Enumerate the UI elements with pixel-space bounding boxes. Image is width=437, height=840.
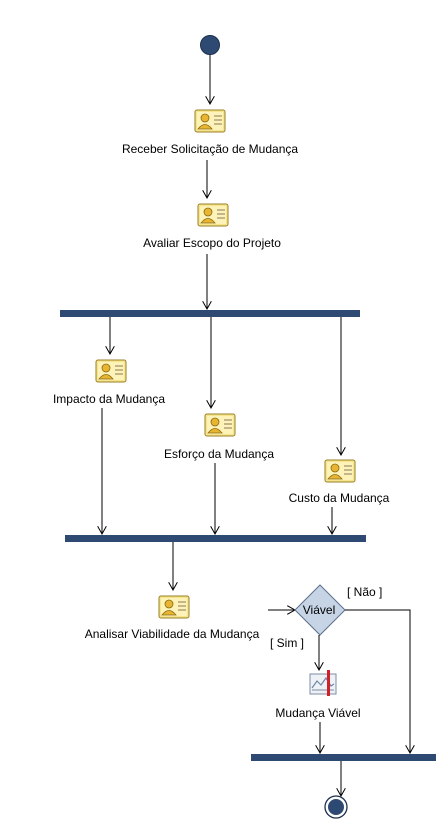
- action-icon: [158, 595, 190, 619]
- action-icon: [95, 359, 127, 383]
- action-avaliar-label[interactable]: Avaliar Escopo do Projeto: [143, 236, 281, 250]
- flow-nao: [345, 609, 410, 753]
- action-impacto-label[interactable]: Impacto da Mudança: [53, 392, 165, 406]
- decision-node[interactable]: [294, 584, 346, 636]
- action-analisar-label[interactable]: Analisar Viabilidade da Mudança: [85, 627, 260, 641]
- object-node-label[interactable]: Mudança Viável: [275, 706, 360, 720]
- join-bar[interactable]: [65, 535, 366, 542]
- fork-bar[interactable]: [60, 310, 360, 317]
- guard-sim: [ Sim ]: [270, 636, 304, 650]
- final-node[interactable]: [324, 795, 348, 819]
- guard-nao: [ Não ]: [347, 585, 382, 599]
- object-node-icon: [309, 670, 337, 696]
- action-receber-label[interactable]: Receber Solicitação de Mudança: [122, 142, 298, 156]
- action-esforco-label[interactable]: Esforço da Mudança: [164, 447, 274, 461]
- action-icon: [324, 459, 356, 483]
- action-icon: [197, 203, 229, 227]
- decision-label: Viável: [303, 603, 335, 617]
- initial-node[interactable]: [200, 35, 220, 55]
- action-custo-label[interactable]: Custo da Mudança: [289, 491, 390, 505]
- final-join-bar[interactable]: [251, 754, 436, 761]
- action-icon: [204, 413, 236, 437]
- action-icon: [194, 109, 226, 133]
